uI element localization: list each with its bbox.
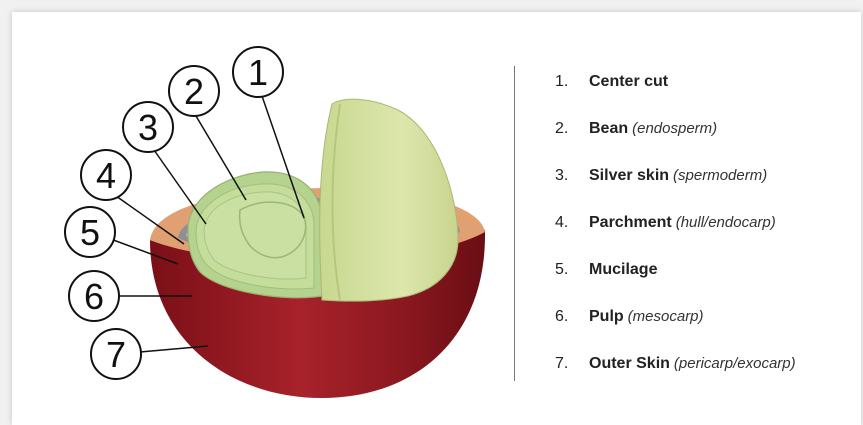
legend-list: 1.Center cut 2.Bean(endosperm) 3.Silver … [555, 67, 796, 396]
svg-text:1: 1 [248, 52, 268, 93]
svg-text:5: 5 [80, 212, 100, 253]
bean-half-shape [320, 99, 458, 301]
svg-text:7: 7 [106, 334, 126, 375]
callout-6: 6 [69, 271, 119, 321]
legend-divider [514, 66, 515, 381]
svg-text:3: 3 [138, 107, 158, 148]
legend-item-silver-skin: 3.Silver skin(spermoderm) [555, 161, 796, 208]
legend-item-parchment: 4.Parchment(hull/endocarp) [555, 208, 796, 255]
legend-item-outer-skin: 7.Outer Skin(pericarp/exocarp) [555, 349, 796, 396]
legend-item-pulp: 6.Pulp(mesocarp) [555, 302, 796, 349]
legend-item-mucilage: 5.Mucilage [555, 255, 796, 302]
svg-text:6: 6 [84, 276, 104, 317]
callout-1: 1 [233, 47, 283, 97]
legend-item-bean: 2.Bean(endosperm) [555, 114, 796, 161]
callout-7: 7 [91, 329, 141, 379]
callout-2: 2 [169, 66, 219, 116]
svg-text:4: 4 [96, 155, 116, 196]
callout-4: 4 [81, 150, 131, 200]
legend-item-center-cut: 1.Center cut [555, 67, 796, 114]
svg-text:2: 2 [184, 71, 204, 112]
callout-3: 3 [123, 102, 173, 152]
callout-5: 5 [65, 207, 115, 257]
